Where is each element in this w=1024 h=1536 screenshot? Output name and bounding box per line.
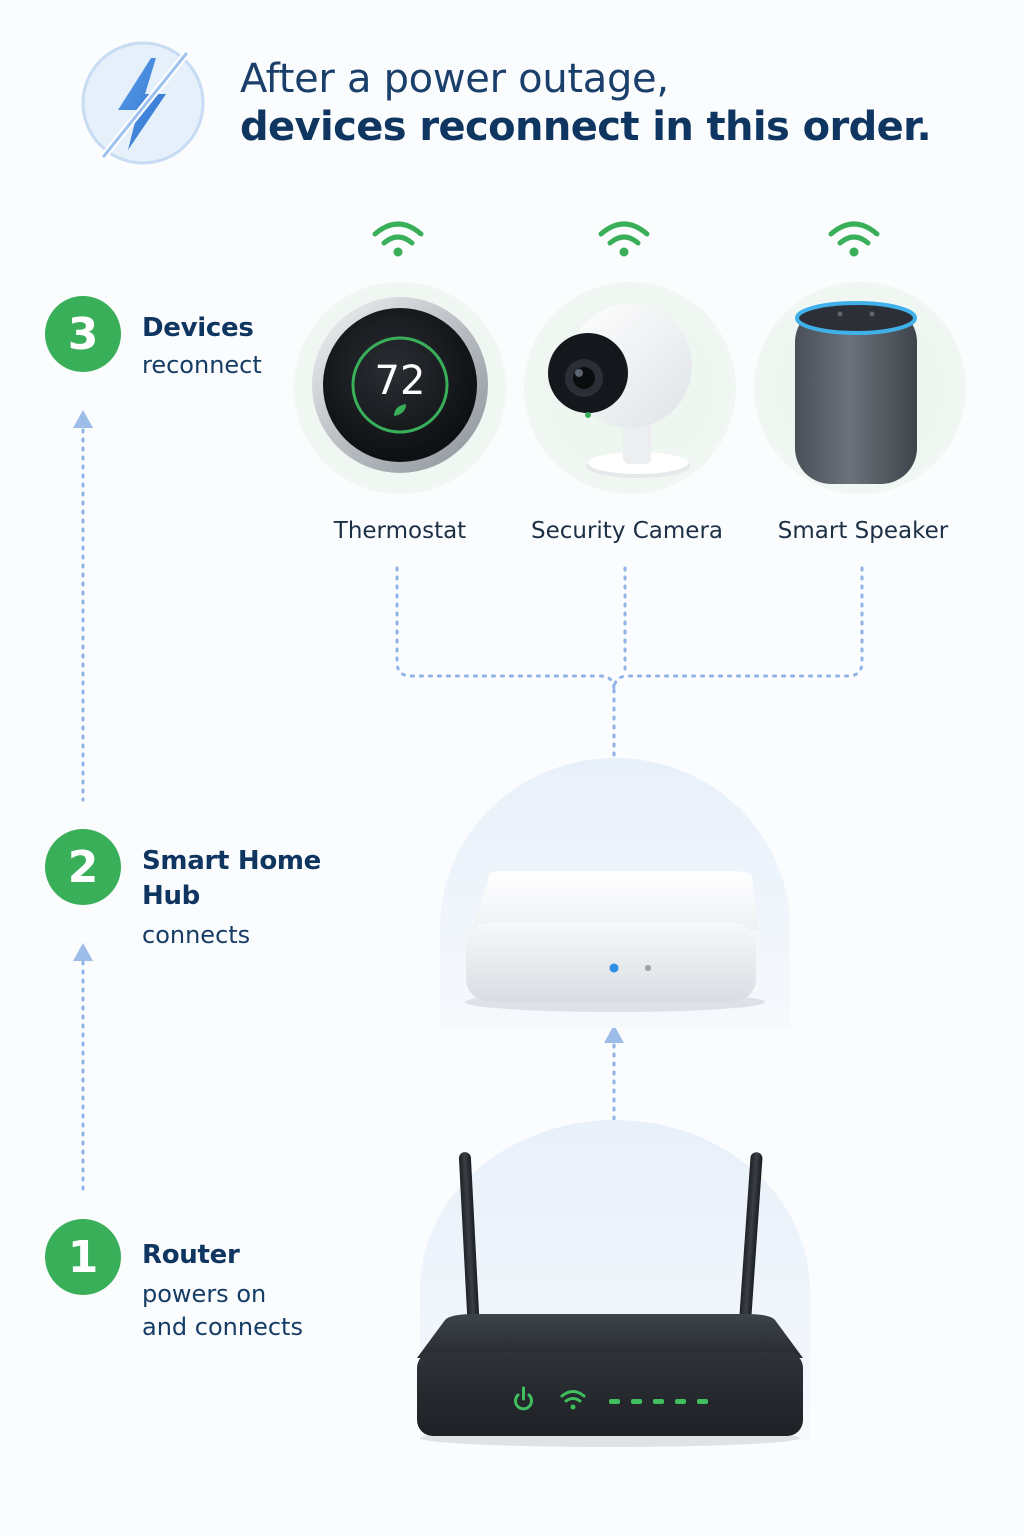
router-icon <box>417 1120 810 1447</box>
thermostat-icon <box>294 282 506 494</box>
step-1-title: Router <box>142 1240 240 1270</box>
thermostat-temperature: 72 <box>374 358 426 404</box>
thermostat-device: 72 <box>290 278 510 498</box>
step-2-badge: 2 <box>45 829 121 905</box>
smart-speaker-label: Smart Speaker <box>777 518 949 544</box>
step-1-description-line-1: powers on <box>142 1280 267 1308</box>
wifi-icon <box>598 221 650 257</box>
security-camera-label: Security Camera <box>530 518 724 544</box>
wifi-icon <box>828 221 880 257</box>
page-title-line-2: devices reconnect in this order. <box>240 104 932 150</box>
step-2-title-line-2: Hub <box>142 881 200 911</box>
wifi-icon <box>372 221 424 257</box>
step-2-title-line-1: Smart Home <box>142 846 322 876</box>
step-3-badge: 3 <box>45 296 121 372</box>
step-3-description: reconnect <box>142 351 262 379</box>
step-1-badge: 1 <box>45 1219 121 1295</box>
smart-speaker-device <box>750 278 970 498</box>
step-1-description-line-2: and connects <box>142 1313 303 1341</box>
camera-icon <box>524 282 736 494</box>
hub-icon <box>440 758 790 1028</box>
page-title-line-1: After a power outage, <box>240 56 669 102</box>
router-device <box>405 1120 815 1450</box>
security-camera-device <box>520 278 740 498</box>
power-outage-icon <box>78 38 208 168</box>
step-2-description: connects <box>142 921 251 949</box>
step-3-title: Devices <box>142 313 254 343</box>
speaker-icon <box>754 282 966 494</box>
thermostat-label: Thermostat <box>333 518 467 544</box>
smart-home-hub <box>440 758 790 1028</box>
